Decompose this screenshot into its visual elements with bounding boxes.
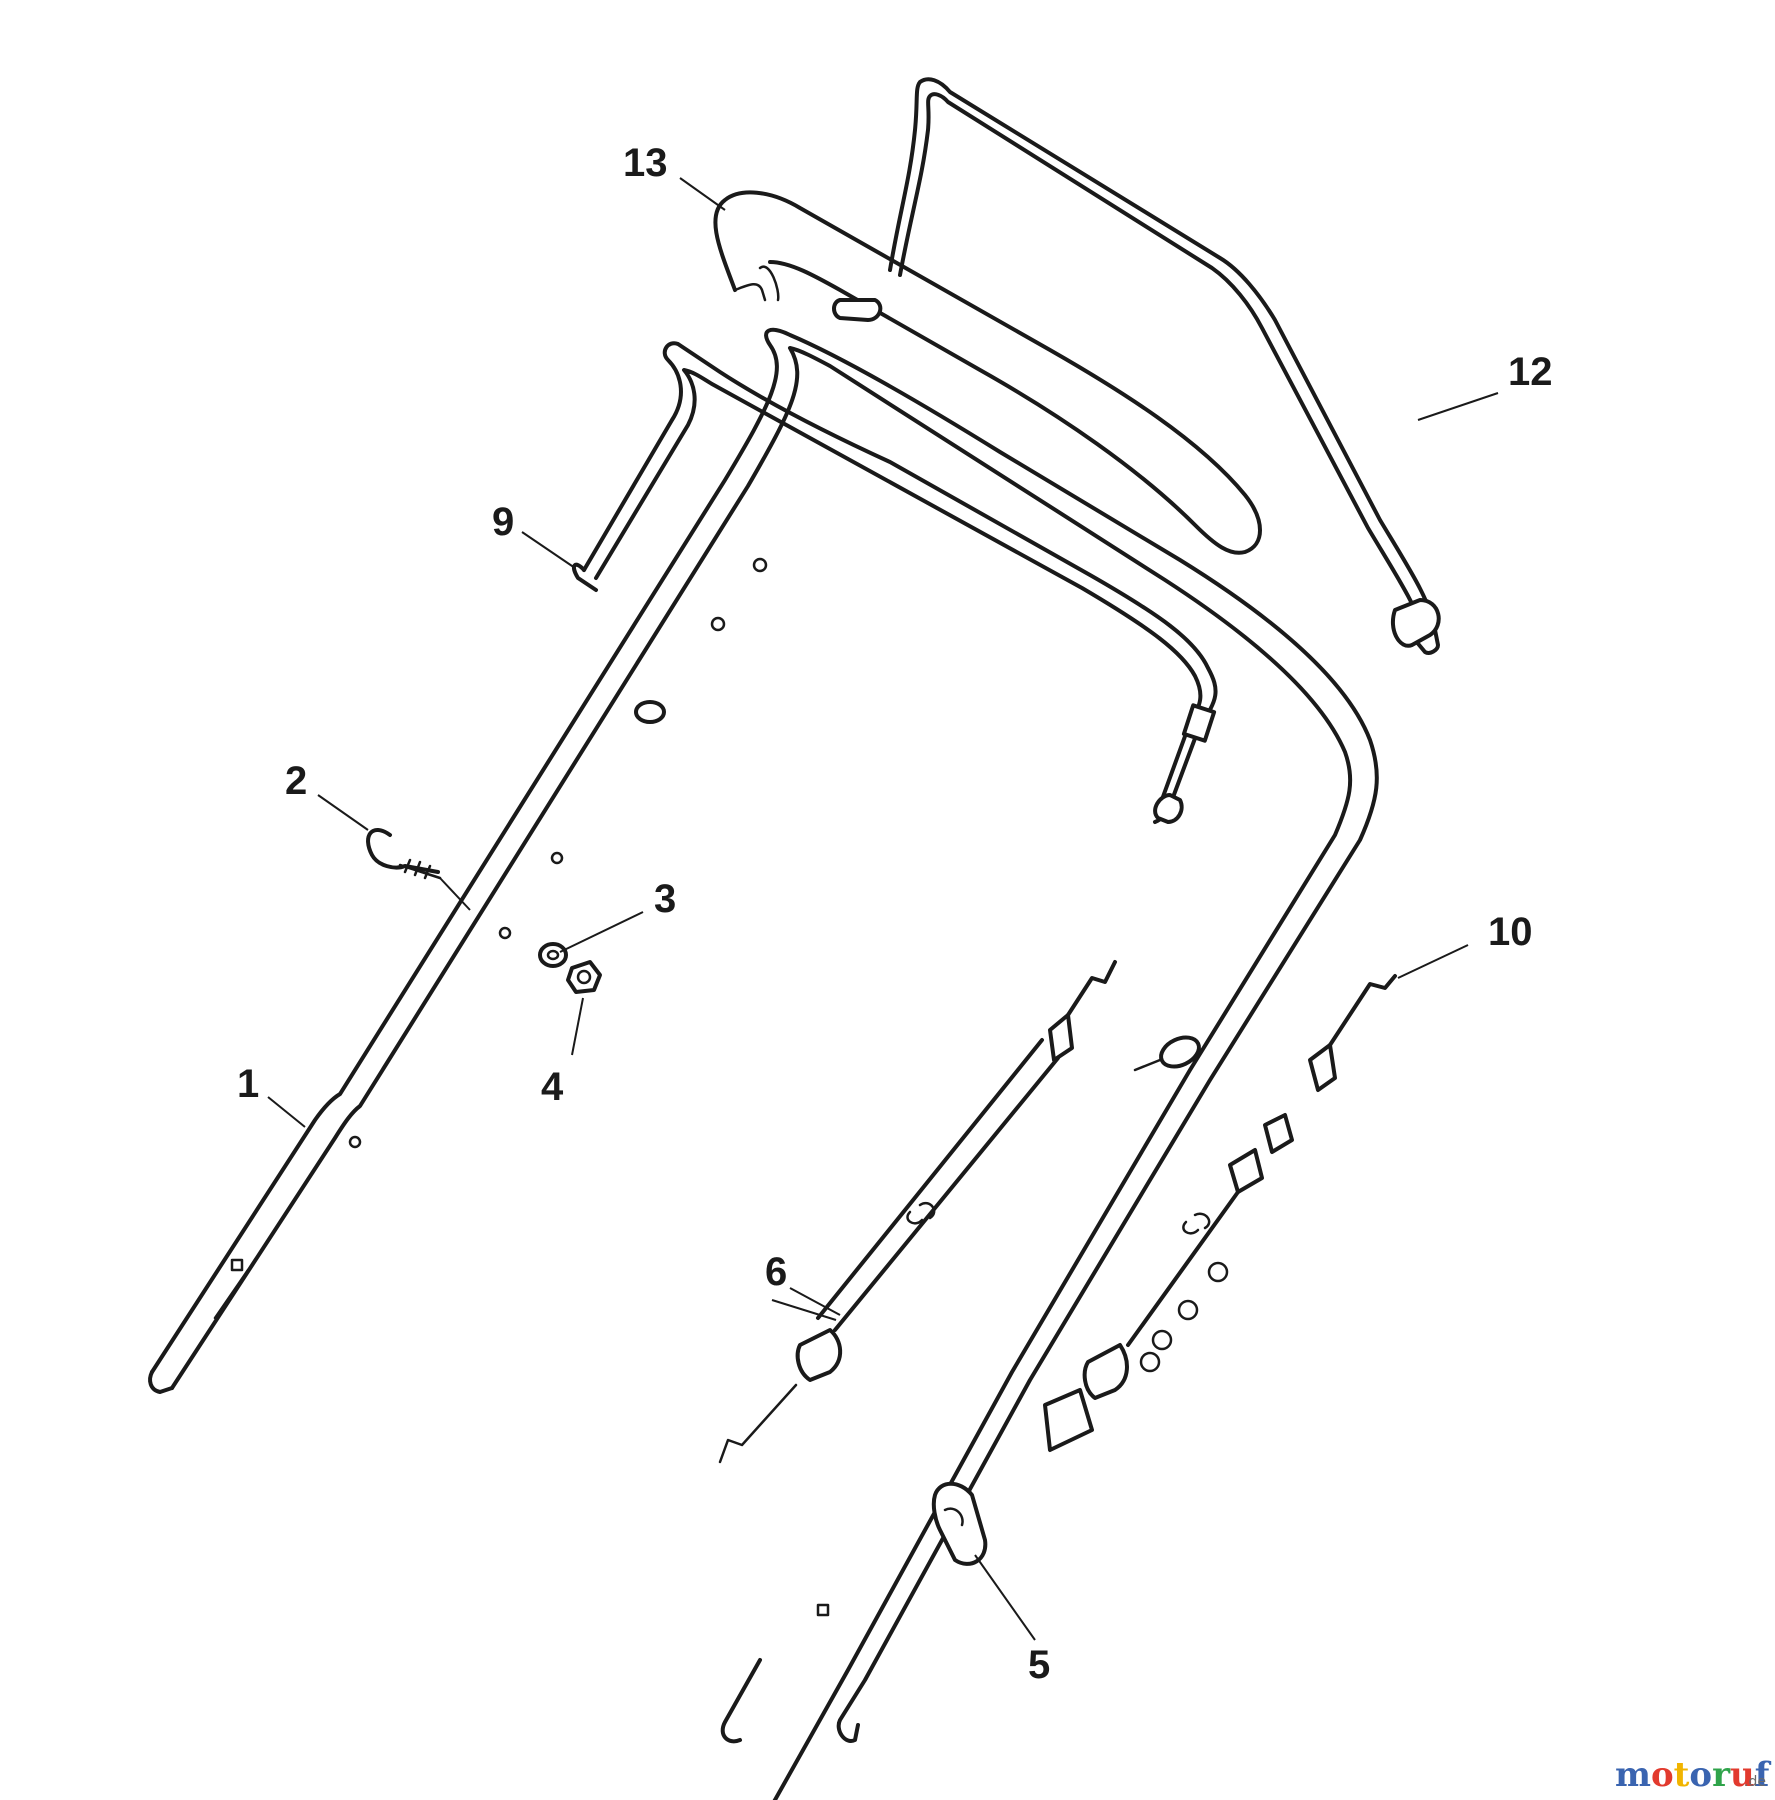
leader-10 xyxy=(1397,944,1469,979)
leader-9 xyxy=(521,531,576,569)
drive-cable-part xyxy=(1043,974,1397,1452)
nut-part xyxy=(566,960,602,994)
washer-part xyxy=(538,942,568,968)
leader-2 xyxy=(317,794,369,831)
callout-leaders xyxy=(267,177,1499,1641)
control-bail-lever-part xyxy=(572,341,1218,824)
leader-4 xyxy=(571,997,584,1056)
callout-3: 3 xyxy=(654,877,676,921)
callout-1: 1 xyxy=(237,1062,259,1106)
watermark-letter: f xyxy=(1755,1755,1772,1795)
callout-labels: 13 12 9 2 3 4 1 6 10 5 xyxy=(237,141,1553,1687)
leader-3 xyxy=(559,911,644,953)
watermark-letter: t xyxy=(1674,1755,1690,1795)
callout-6: 6 xyxy=(765,1250,787,1294)
callout-4: 4 xyxy=(541,1065,564,1109)
main-handle-part xyxy=(148,327,1379,1800)
watermark-letter: u xyxy=(1730,1755,1755,1795)
cable-clip-part xyxy=(931,1481,988,1566)
drive-bail-lever-part xyxy=(888,77,1441,655)
watermark-letter: o xyxy=(1651,1755,1674,1795)
watermark-letter: m xyxy=(1615,1755,1651,1795)
callout-13: 13 xyxy=(623,141,668,185)
callout-10: 10 xyxy=(1488,910,1533,954)
handle-grip-part xyxy=(713,190,1262,555)
callout-2: 2 xyxy=(285,759,307,803)
watermark-suffix: .de xyxy=(1744,1774,1766,1790)
leader-1 xyxy=(267,1096,306,1128)
leader-12 xyxy=(1417,392,1499,421)
leader-6 xyxy=(789,1287,841,1316)
watermark-letter: r xyxy=(1712,1755,1731,1795)
callout-9: 9 xyxy=(492,500,514,544)
watermark-logo: motoruf .de xyxy=(1615,1755,1772,1795)
control-cable-part xyxy=(718,960,1117,1464)
watermark-brand: motoruf xyxy=(1615,1755,1772,1795)
hook-bolt-part xyxy=(366,827,471,911)
watermark-letter: o xyxy=(1689,1755,1712,1795)
leader-5 xyxy=(974,1554,1036,1641)
leader-13 xyxy=(679,177,726,211)
callout-5: 5 xyxy=(1028,1643,1050,1687)
callout-12: 12 xyxy=(1508,350,1553,394)
